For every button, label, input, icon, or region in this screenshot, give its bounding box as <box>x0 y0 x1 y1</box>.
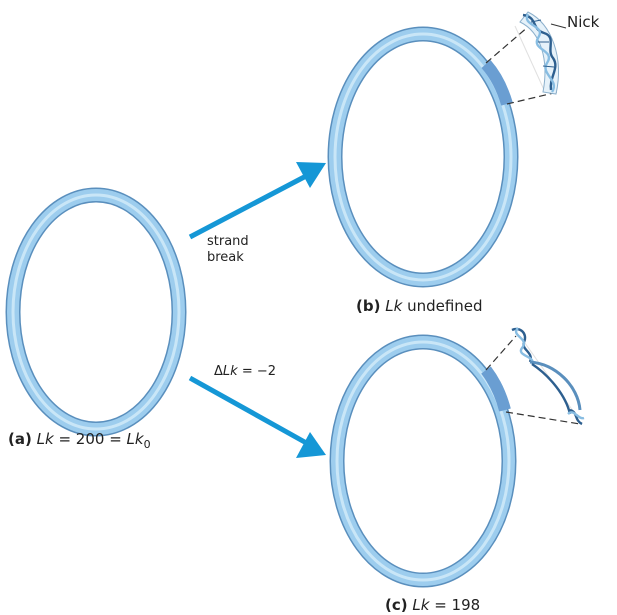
delta-lk-text: Lk <box>222 364 238 379</box>
strand-break-line1: strand <box>207 234 249 249</box>
caption-c-eq: = 198 <box>434 596 481 614</box>
zoom-lines-b <box>485 19 559 105</box>
ring-b-nicked <box>327 26 519 288</box>
caption-c-lk: Lk <box>412 596 430 614</box>
ring-a-relaxed <box>5 187 187 437</box>
nick-segment-b <box>481 60 513 106</box>
caption-a-eq: = 200 = <box>58 430 122 448</box>
caption-b-tag: (b) <box>356 297 381 315</box>
delta-lk-value: = −2 <box>241 364 277 379</box>
nick-text: Nick <box>567 13 600 31</box>
caption-b: (b) Lk undefined <box>356 297 483 315</box>
caption-c: (c) Lk = 198 <box>385 596 480 614</box>
ring-c-underwound <box>329 334 517 588</box>
unwound-segment-c <box>481 366 511 412</box>
caption-a-lk: Lk <box>36 430 54 448</box>
caption-a-tag: (a) <box>8 430 32 448</box>
caption-b-lk: Lk <box>385 297 403 315</box>
helix-detail-b <box>519 11 567 95</box>
caption-b-text: undefined <box>407 297 483 315</box>
caption-a-lk0: Lk <box>126 430 144 448</box>
delta-lk-label: ΔLk = −2 <box>214 364 276 380</box>
arrow-delta-lk <box>188 375 326 458</box>
caption-a-lk0-sub: 0 <box>143 438 151 451</box>
strand-break-line2: break <box>207 250 244 265</box>
nick-label: Nick <box>567 13 599 31</box>
nick-pointer-line <box>550 23 567 29</box>
arrow-strand-break <box>188 162 326 240</box>
delta-symbol: Δ <box>214 364 223 379</box>
helix-detail-c <box>511 327 585 426</box>
caption-c-tag: (c) <box>385 596 408 614</box>
strand-break-label: strand break <box>207 234 249 266</box>
caption-a: (a) Lk = 200 = Lk0 <box>8 430 151 451</box>
